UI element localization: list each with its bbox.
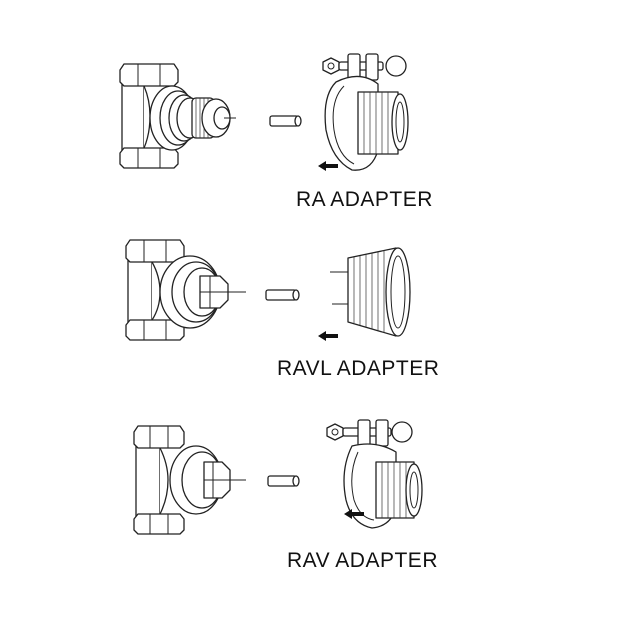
- rav-valve-body: [133, 425, 246, 535]
- ra-pin: [269, 115, 302, 127]
- ra-arrow-icon: [318, 161, 338, 171]
- ra-adapter: [322, 53, 409, 171]
- rav-pin: [267, 475, 300, 487]
- ravl-adapter: [330, 247, 411, 337]
- ra-adapter-label: RA ADAPTER: [296, 188, 433, 211]
- rav-adapter: [326, 419, 423, 529]
- rav-arrow-icon: [344, 509, 364, 519]
- ravl-valve-body: [125, 239, 246, 341]
- ravl-adapter-label: RAVL ADAPTER: [277, 357, 440, 380]
- ra-valve-body: [119, 63, 236, 169]
- ravl-arrow-icon: [318, 331, 338, 341]
- ravl-pin: [265, 289, 300, 301]
- rav-adapter-label: RAV ADAPTER: [287, 549, 438, 572]
